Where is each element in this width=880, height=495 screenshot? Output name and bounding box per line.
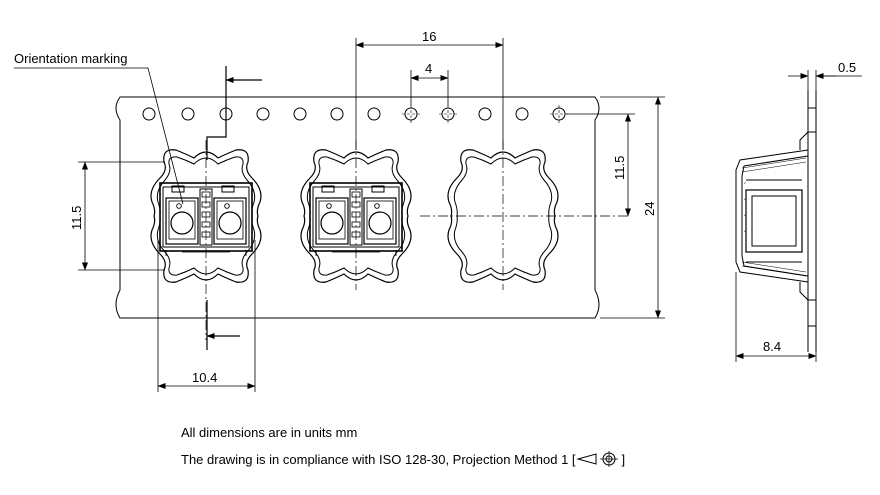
dim-sprocket-pitch bbox=[410, 70, 449, 106]
dim-tape-depth bbox=[735, 272, 817, 362]
section-line bbox=[206, 66, 227, 350]
compliance-note: The drawing is in compliance with ISO 12… bbox=[181, 451, 625, 467]
sprocket-centerlines bbox=[402, 105, 568, 123]
dim-pocket-height-left-value: 11.5 bbox=[69, 206, 84, 230]
dim-pocket-width bbox=[157, 240, 256, 392]
sprocket-holes bbox=[142, 107, 566, 121]
dim-tape-width bbox=[600, 96, 665, 319]
carrier-tape-outline bbox=[115, 96, 600, 319]
dim-pocket-height-left bbox=[78, 161, 165, 271]
units-note: All dimensions are in units mm bbox=[181, 425, 358, 440]
dim-pocket-width-value: 10.4 bbox=[192, 370, 217, 385]
center-lines bbox=[205, 140, 630, 340]
side-section-view bbox=[735, 90, 817, 352]
dim-tape-depth-value: 8.4 bbox=[763, 339, 781, 354]
dim-thickness-value: 0.5 bbox=[838, 60, 856, 75]
dim-sprocket-pitch-value: 4 bbox=[425, 61, 432, 76]
orientation-leader bbox=[14, 67, 184, 205]
side-section-hatching bbox=[741, 157, 807, 277]
dim-pocket-height-right bbox=[566, 113, 635, 217]
dim-pocket-height-right-value: 11.5 bbox=[612, 156, 627, 180]
first-angle-projection-icon bbox=[575, 451, 618, 467]
dim-pocket-pitch bbox=[355, 38, 504, 150]
dim-thickness bbox=[788, 70, 862, 92]
compliance-suffix: ] bbox=[621, 452, 626, 467]
orientation-label: Orientation marking bbox=[14, 51, 127, 66]
dim-tape-width-value: 24 bbox=[642, 202, 657, 216]
arrow-left-icon bbox=[206, 77, 262, 339]
compliance-text: The drawing is in compliance with ISO 12… bbox=[181, 452, 576, 467]
dim-pocket-pitch-value: 16 bbox=[422, 29, 436, 44]
